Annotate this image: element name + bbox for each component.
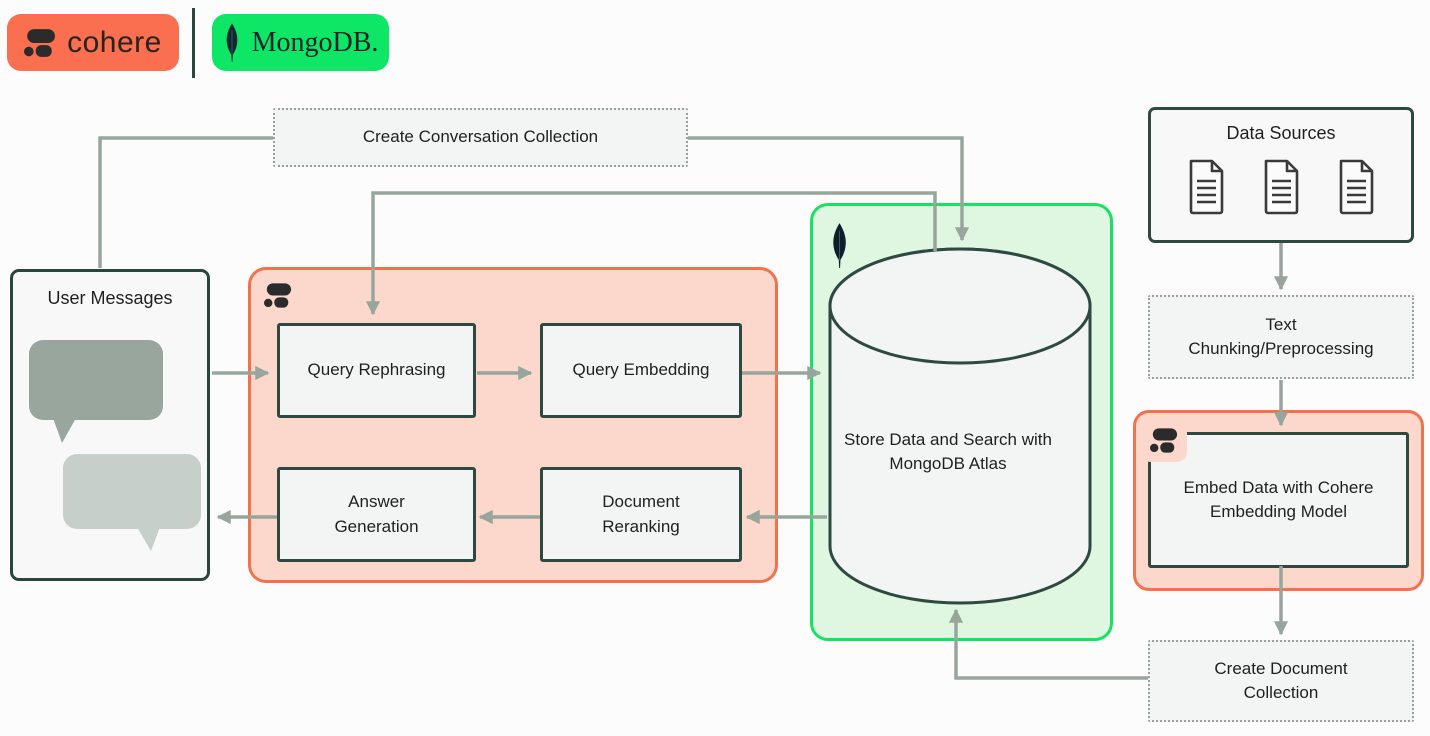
mongodb-atlas-container: Store Data and Search with MongoDB Atlas xyxy=(810,203,1113,641)
data-sources-node: Data Sources xyxy=(1148,107,1414,243)
cohere-pipeline-container: Query Rephrasing Query Embedding Answer … xyxy=(248,267,778,583)
create-document-collection-label: Create Document Collection xyxy=(1214,658,1348,702)
data-sources-label: Data Sources xyxy=(1226,123,1336,143)
create-conversation-collection-node: Create Conversation Collection xyxy=(273,108,688,167)
chat-bubble-tail xyxy=(53,418,76,443)
user-messages-node: User Messages xyxy=(10,269,210,581)
document-icon xyxy=(1264,159,1299,215)
query-embedding-label: Query Embedding xyxy=(572,360,710,380)
mongodb-atlas-label: Store Data and Search with MongoDB Atlas xyxy=(844,430,1052,474)
cohere-wordmark: cohere xyxy=(67,25,162,59)
create-conversation-collection-label: Create Conversation Collection xyxy=(362,127,599,147)
cohere-icon xyxy=(1150,427,1178,453)
document-icons-row xyxy=(1151,158,1411,216)
cohere-logo-badge: cohere xyxy=(7,14,179,71)
embed-data-node: Embed Data with Cohere Embedding Model xyxy=(1148,432,1409,568)
user-messages-label: User Messages xyxy=(47,288,173,308)
text-chunking-node: Text Chunking/Preprocessing xyxy=(1148,295,1414,379)
query-rephrasing-node: Query Rephrasing xyxy=(277,323,476,418)
document-icon xyxy=(1189,159,1224,215)
mongodb-logo-badge: MongoDB. xyxy=(212,14,389,71)
document-icon xyxy=(1339,159,1374,215)
create-document-collection-node: Create Document Collection xyxy=(1148,640,1414,722)
mongodb-wordmark: MongoDB. xyxy=(251,26,379,58)
cohere-icon-patch xyxy=(1141,418,1187,462)
text-chunking-label: Text Chunking/Preprocessing xyxy=(1188,314,1374,358)
mongodb-leaf-icon xyxy=(226,22,237,62)
document-reranking-node: Document Reranking xyxy=(540,467,742,562)
chat-bubble-tail xyxy=(137,527,160,551)
connector-user-messages-to-conversation-collection xyxy=(98,136,273,268)
cohere-icon xyxy=(24,28,56,57)
database-cylinder-icon xyxy=(828,247,1092,605)
answer-generation-node: Answer Generation xyxy=(277,467,476,562)
brand-divider xyxy=(192,8,195,78)
document-reranking-label: Document Reranking xyxy=(602,492,680,536)
embed-data-label: Embed Data with Cohere Embedding Model xyxy=(1183,477,1374,521)
embed-data-container: Embed Data with Cohere Embedding Model xyxy=(1133,410,1424,591)
chat-bubble-icon xyxy=(29,340,163,420)
query-embedding-node: Query Embedding xyxy=(540,323,742,418)
chat-bubble-icon xyxy=(63,454,201,529)
answer-generation-label: Answer Generation xyxy=(334,492,419,536)
cohere-icon xyxy=(264,283,292,308)
query-rephrasing-label: Query Rephrasing xyxy=(307,360,446,380)
